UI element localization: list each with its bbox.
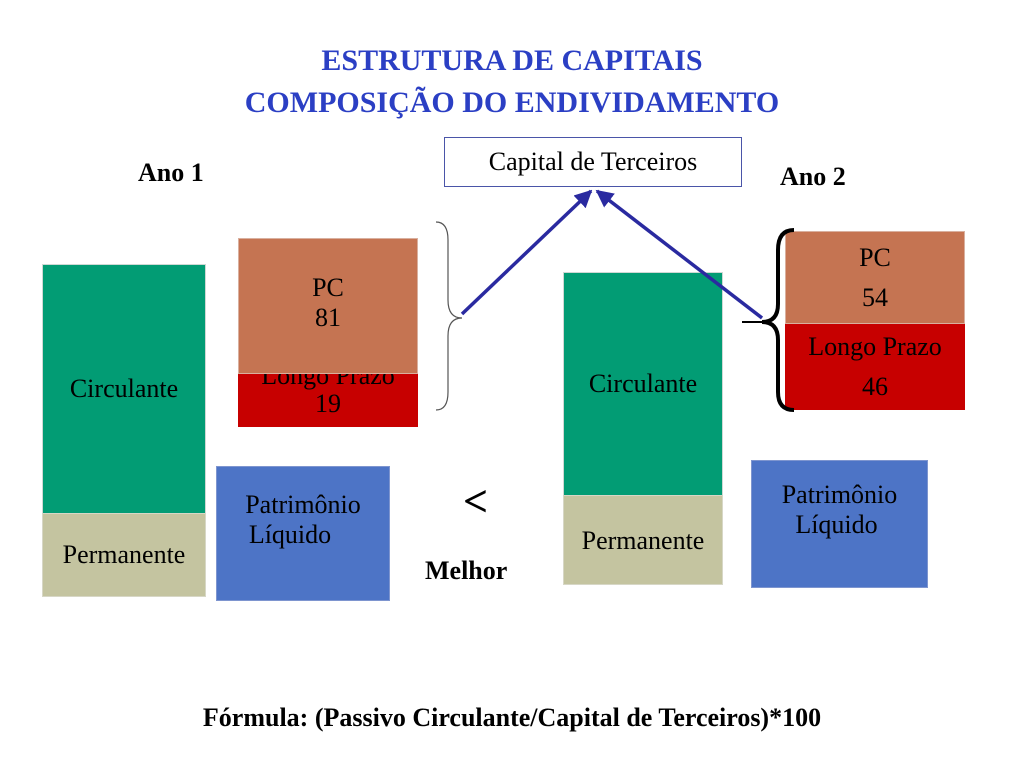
year2-label: Ano 2 [780, 162, 846, 191]
year1-lp-value: 19 [315, 389, 341, 418]
year1-lp-label: Longo Prazo [261, 374, 395, 390]
less-than-symbol: < [463, 477, 489, 526]
year2-circulante-block: Circulante [563, 272, 723, 496]
melhor-label: Melhor [425, 556, 508, 585]
year2-permanente-label: Permanente [581, 526, 705, 555]
year2-pc-value: 54 [862, 282, 888, 312]
year1-permanente-block: Permanente [42, 513, 206, 597]
year1-label: Ano 1 [138, 158, 204, 187]
year1-pc-value: 81 [315, 303, 341, 332]
title-line-2: COMPOSIÇÃO DO ENDIVIDAMENTO [244, 86, 780, 119]
year2-circulante-label: Circulante [588, 369, 698, 398]
year2-pl-line1: Patrimônio [781, 480, 898, 509]
year1-patrimonio-block: Patrimônio Líquido [216, 466, 390, 601]
capital-terceiros-label: Capital de Terceiros [488, 147, 698, 176]
year2-brace [761, 228, 795, 412]
year1-permanente-label: Permanente [62, 540, 186, 569]
year1-longo-prazo-block: Longo Prazo 19 [238, 374, 418, 427]
year2-lp-value: 46 [862, 372, 888, 401]
title-line-1: ESTRUTURA DE CAPITAIS [321, 44, 703, 77]
capital-terceiros-box: Capital de Terceiros [444, 137, 742, 187]
year1-pc-label: PC [312, 273, 344, 302]
year1-pl-line2: Líquido [248, 519, 332, 549]
year2-patrimonio-block: Patrimônio Líquido [751, 460, 928, 588]
year1-brace [435, 221, 463, 411]
year1-pc-block: PC 81 [238, 238, 418, 374]
year2-longo-prazo-block: Longo Prazo 46 [785, 324, 965, 410]
year2-pc-block: PC 54 [785, 231, 965, 324]
arrow-year2 [595, 189, 764, 320]
formula-text: Fórmula: (Passivo Circulante/Capital de … [202, 703, 822, 732]
year2-pl-line2: Líquido [795, 510, 878, 539]
year1-circulante-block: Circulante [42, 264, 206, 514]
year2-permanente-block: Permanente [563, 495, 723, 585]
year2-lp-label: Longo Prazo [808, 332, 942, 361]
year1-circulante-label: Circulante [69, 374, 179, 403]
year1-pl-line1: Patrimônio [245, 489, 361, 519]
arrow-year1 [460, 189, 593, 316]
year2-pc-label: PC [859, 242, 891, 272]
